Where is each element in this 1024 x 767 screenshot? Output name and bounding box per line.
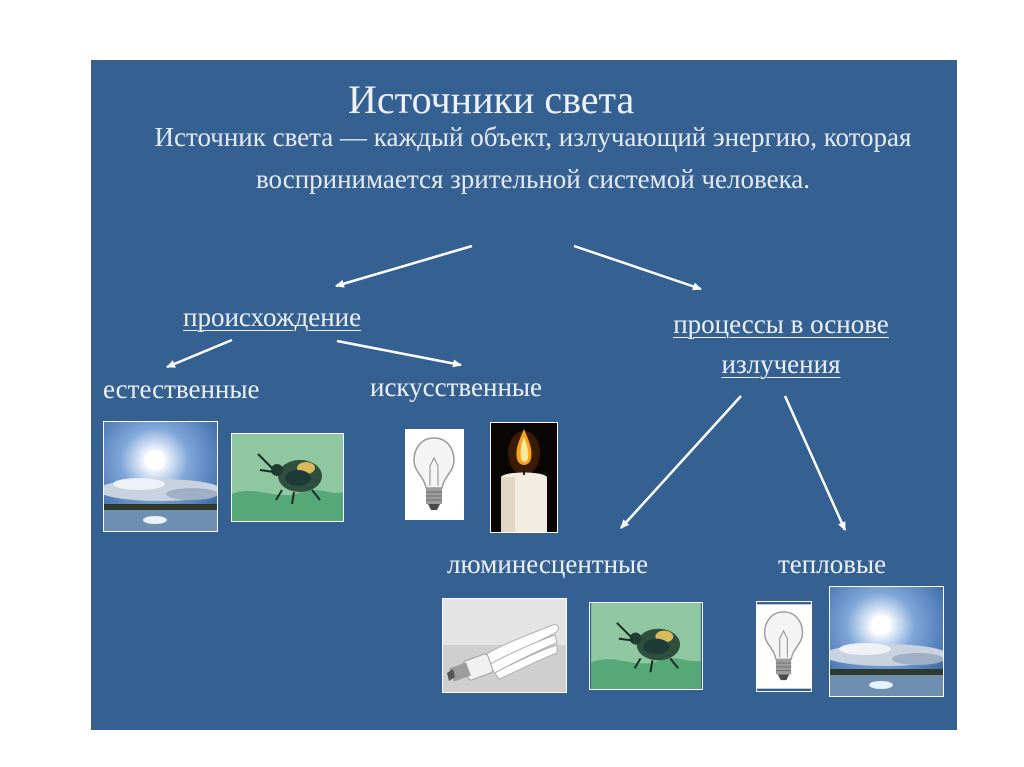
firefly-beetle-photo — [589, 602, 703, 690]
incandescent-bulb-photo — [405, 429, 464, 520]
category-natural-label: естественные — [103, 374, 260, 404]
incandescent-bulb-photo — [756, 601, 812, 692]
category-luminescent-label: люминесцентные — [447, 549, 649, 579]
candle-flame-photo — [490, 422, 558, 533]
category-artificial-label: искусственные — [370, 372, 543, 402]
branch-process-label: процессы в основе излучения — [673, 309, 889, 379]
sun-over-lake-photo — [103, 421, 218, 532]
slide-title: Источники света — [348, 77, 635, 122]
sun-over-lake-photo — [829, 586, 944, 697]
fluorescent-lamp-photo — [442, 598, 567, 693]
branch-origin-label: происхождение — [183, 302, 362, 332]
firefly-beetle-photo — [231, 433, 344, 522]
definition-text: Источник света — каждый объект, излучающ… — [154, 122, 912, 194]
category-thermal-label: тепловые — [778, 549, 887, 579]
